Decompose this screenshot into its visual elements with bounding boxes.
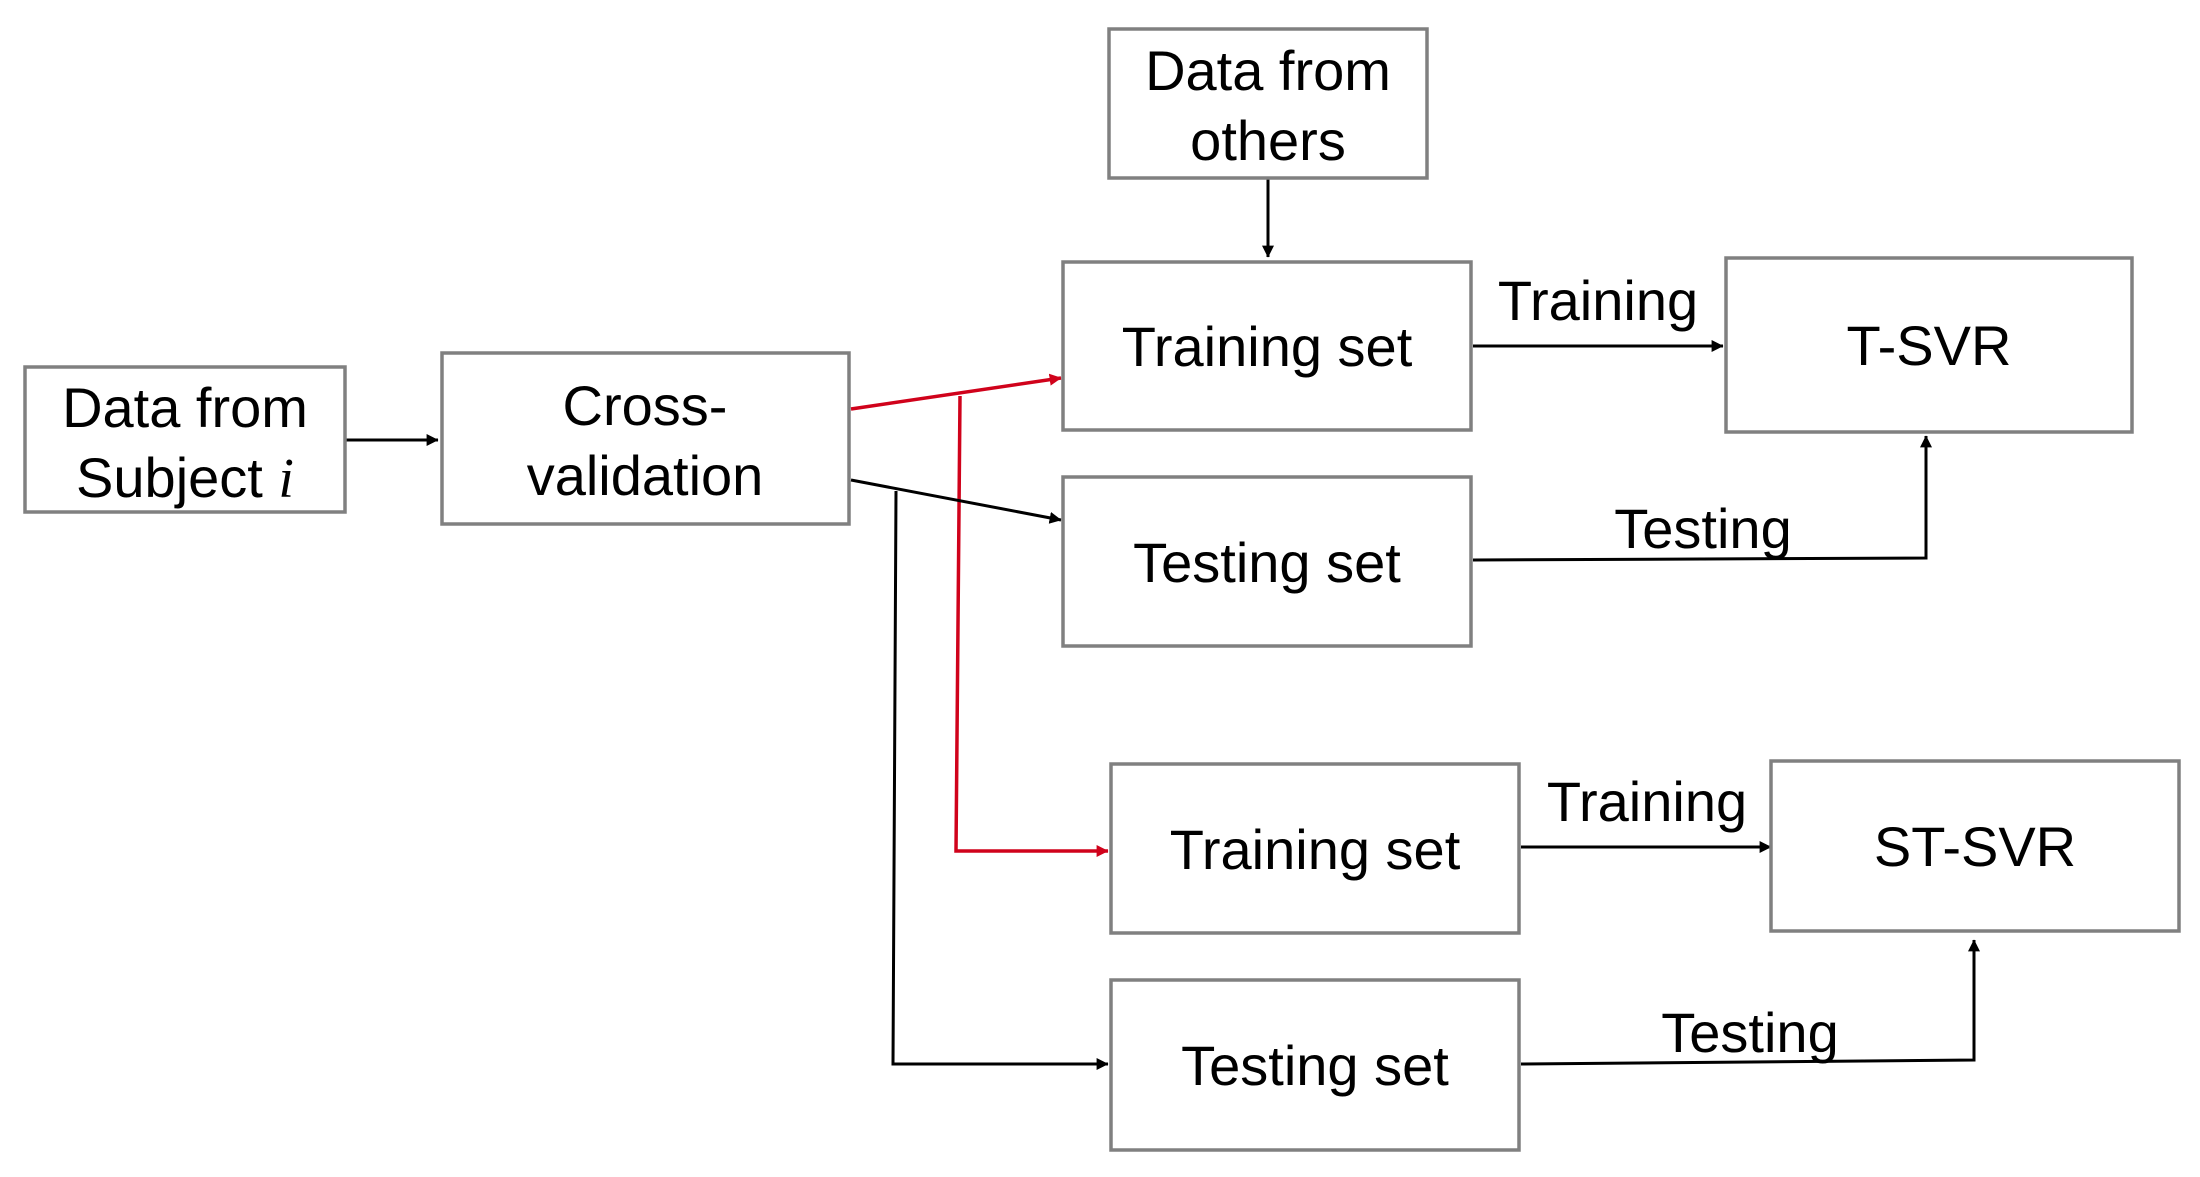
edge-label-training-t: Training — [1498, 269, 1698, 332]
node-subject-data: Data from Subject i — [23, 365, 347, 514]
node-testing-set-t-label: Testing set — [1133, 531, 1401, 594]
edge-crossval-to-testing-t — [850, 478, 1062, 524]
node-subject-data-line2: Subject i — [76, 446, 294, 510]
edge-testing-t-to-tsvr — [1472, 435, 1932, 562]
node-others-data-line1: Data from — [1145, 39, 1391, 102]
node-cross-validation-line1: Cross- — [563, 374, 728, 437]
node-t-svr: T-SVR — [1724, 256, 2134, 434]
node-cross-validation: Cross- validation — [440, 351, 851, 526]
node-cross-validation-line2: validation — [527, 444, 764, 507]
node-testing-set-st-label: Testing set — [1181, 1034, 1449, 1097]
node-t-svr-label: T-SVR — [1847, 314, 2012, 377]
node-st-svr: ST-SVR — [1769, 759, 2181, 933]
edge-crossval-to-training-st — [954, 395, 1109, 857]
node-testing-set-t: Testing set — [1061, 475, 1473, 648]
node-training-set-t: Training set — [1061, 260, 1473, 432]
node-training-set-st: Training set — [1109, 762, 1521, 935]
edge-crossval-to-training-t — [850, 373, 1062, 411]
node-st-svr-label: ST-SVR — [1874, 815, 2076, 878]
node-training-set-t-label: Training set — [1122, 315, 1413, 378]
edge-labels: Training Testing Training Testing — [1498, 269, 1839, 1064]
edge-label-testing-st: Testing — [1661, 1001, 1838, 1064]
subject-index-variable: i — [278, 448, 294, 510]
edge-label-testing-t: Testing — [1614, 497, 1791, 560]
edges — [345, 178, 1980, 1070]
node-others-data-line3: others — [1190, 109, 1346, 172]
node-others-data: Data from others — [1107, 27, 1429, 180]
edge-crossval-to-testing-st — [891, 490, 1109, 1070]
edge-testing-st-to-stsvr — [1520, 939, 1980, 1066]
node-subject-data-line1: Data from — [62, 376, 308, 439]
node-testing-set-st: Testing set — [1109, 978, 1521, 1152]
edge-label-training-st: Training — [1547, 770, 1747, 833]
node-training-set-st-label: Training set — [1170, 818, 1461, 881]
nodes: Data from Subject i Cross- validation Da… — [23, 27, 2181, 1152]
